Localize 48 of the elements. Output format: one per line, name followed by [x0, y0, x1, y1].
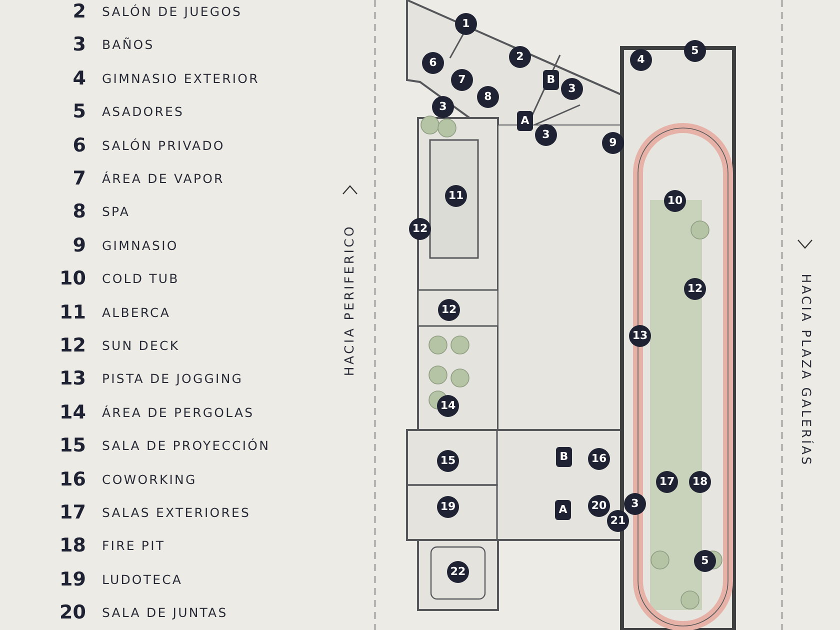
- room-number-badge: A: [555, 500, 571, 520]
- legend-number: 4: [72, 69, 86, 88]
- room-number-badge: 3: [432, 96, 454, 118]
- legend-text: BAÑOS: [102, 39, 154, 52]
- legend-text: SALA DE JUNTAS: [102, 606, 228, 620]
- room-number-badge: 12: [409, 218, 431, 240]
- legend-text: ÁREA DE VAPOR: [102, 172, 224, 186]
- legend-text: ASADORES: [102, 106, 184, 118]
- legend-number: 13: [58, 370, 86, 389]
- legend-number: 3: [72, 36, 86, 55]
- legend-text: SALÓN DE JUEGOS: [102, 6, 242, 18]
- legend-number: 14: [58, 403, 86, 422]
- legend-text: ALBERCA: [102, 306, 171, 319]
- legend-number: 16: [58, 470, 86, 490]
- legend-text: GIMNASIO: [102, 240, 178, 252]
- legend-number: 18: [58, 536, 86, 556]
- legend-text: SALÓN PRIVADO: [102, 139, 225, 152]
- legend-number: 7: [72, 170, 86, 188]
- legend-text: ÁREA DE PERGOLAS: [102, 406, 254, 420]
- legend-number: 17: [58, 504, 86, 522]
- legend-number: 2: [72, 2, 86, 22]
- direction-text: HACIA PERIFERICO: [344, 224, 356, 376]
- legend-text: PISTA DE JOGGING: [102, 373, 244, 386]
- legend-number: 11: [58, 303, 86, 322]
- legend-number: 9: [72, 236, 86, 256]
- legend-number: 20: [58, 604, 86, 623]
- legend-number: 10: [58, 270, 86, 289]
- room-number-badge: B: [556, 447, 572, 467]
- legend-text: SALAS EXTERIORES: [102, 506, 251, 520]
- room-number-badge: B: [543, 70, 559, 90]
- legend-text: GIMNASIO EXTERIOR: [102, 72, 260, 86]
- legend-number: 12: [58, 336, 86, 356]
- legend-text: SALA DE PROYECCIÓN: [102, 440, 270, 452]
- room-number-badge: 5: [684, 40, 706, 62]
- direction-text: HACIA PLAZA GALERÍAS: [798, 273, 812, 466]
- room-number-badge: 1: [455, 13, 477, 35]
- legend-text: FIRE PIT: [102, 540, 166, 553]
- legend-text: SPA: [102, 206, 130, 219]
- legend-text: COLD TUB: [102, 272, 180, 286]
- legend-text: LUDOTECA: [102, 574, 183, 586]
- room-number-badge: A: [517, 111, 533, 131]
- legend-number: 5: [72, 102, 86, 122]
- legend-text: SUN DECK: [102, 340, 180, 352]
- legend-number: 19: [58, 570, 86, 590]
- legend-number: 8: [72, 202, 86, 222]
- legend-text: COWORKING: [102, 473, 197, 486]
- legend-number: 15: [58, 436, 86, 456]
- legend-number: 6: [72, 136, 86, 156]
